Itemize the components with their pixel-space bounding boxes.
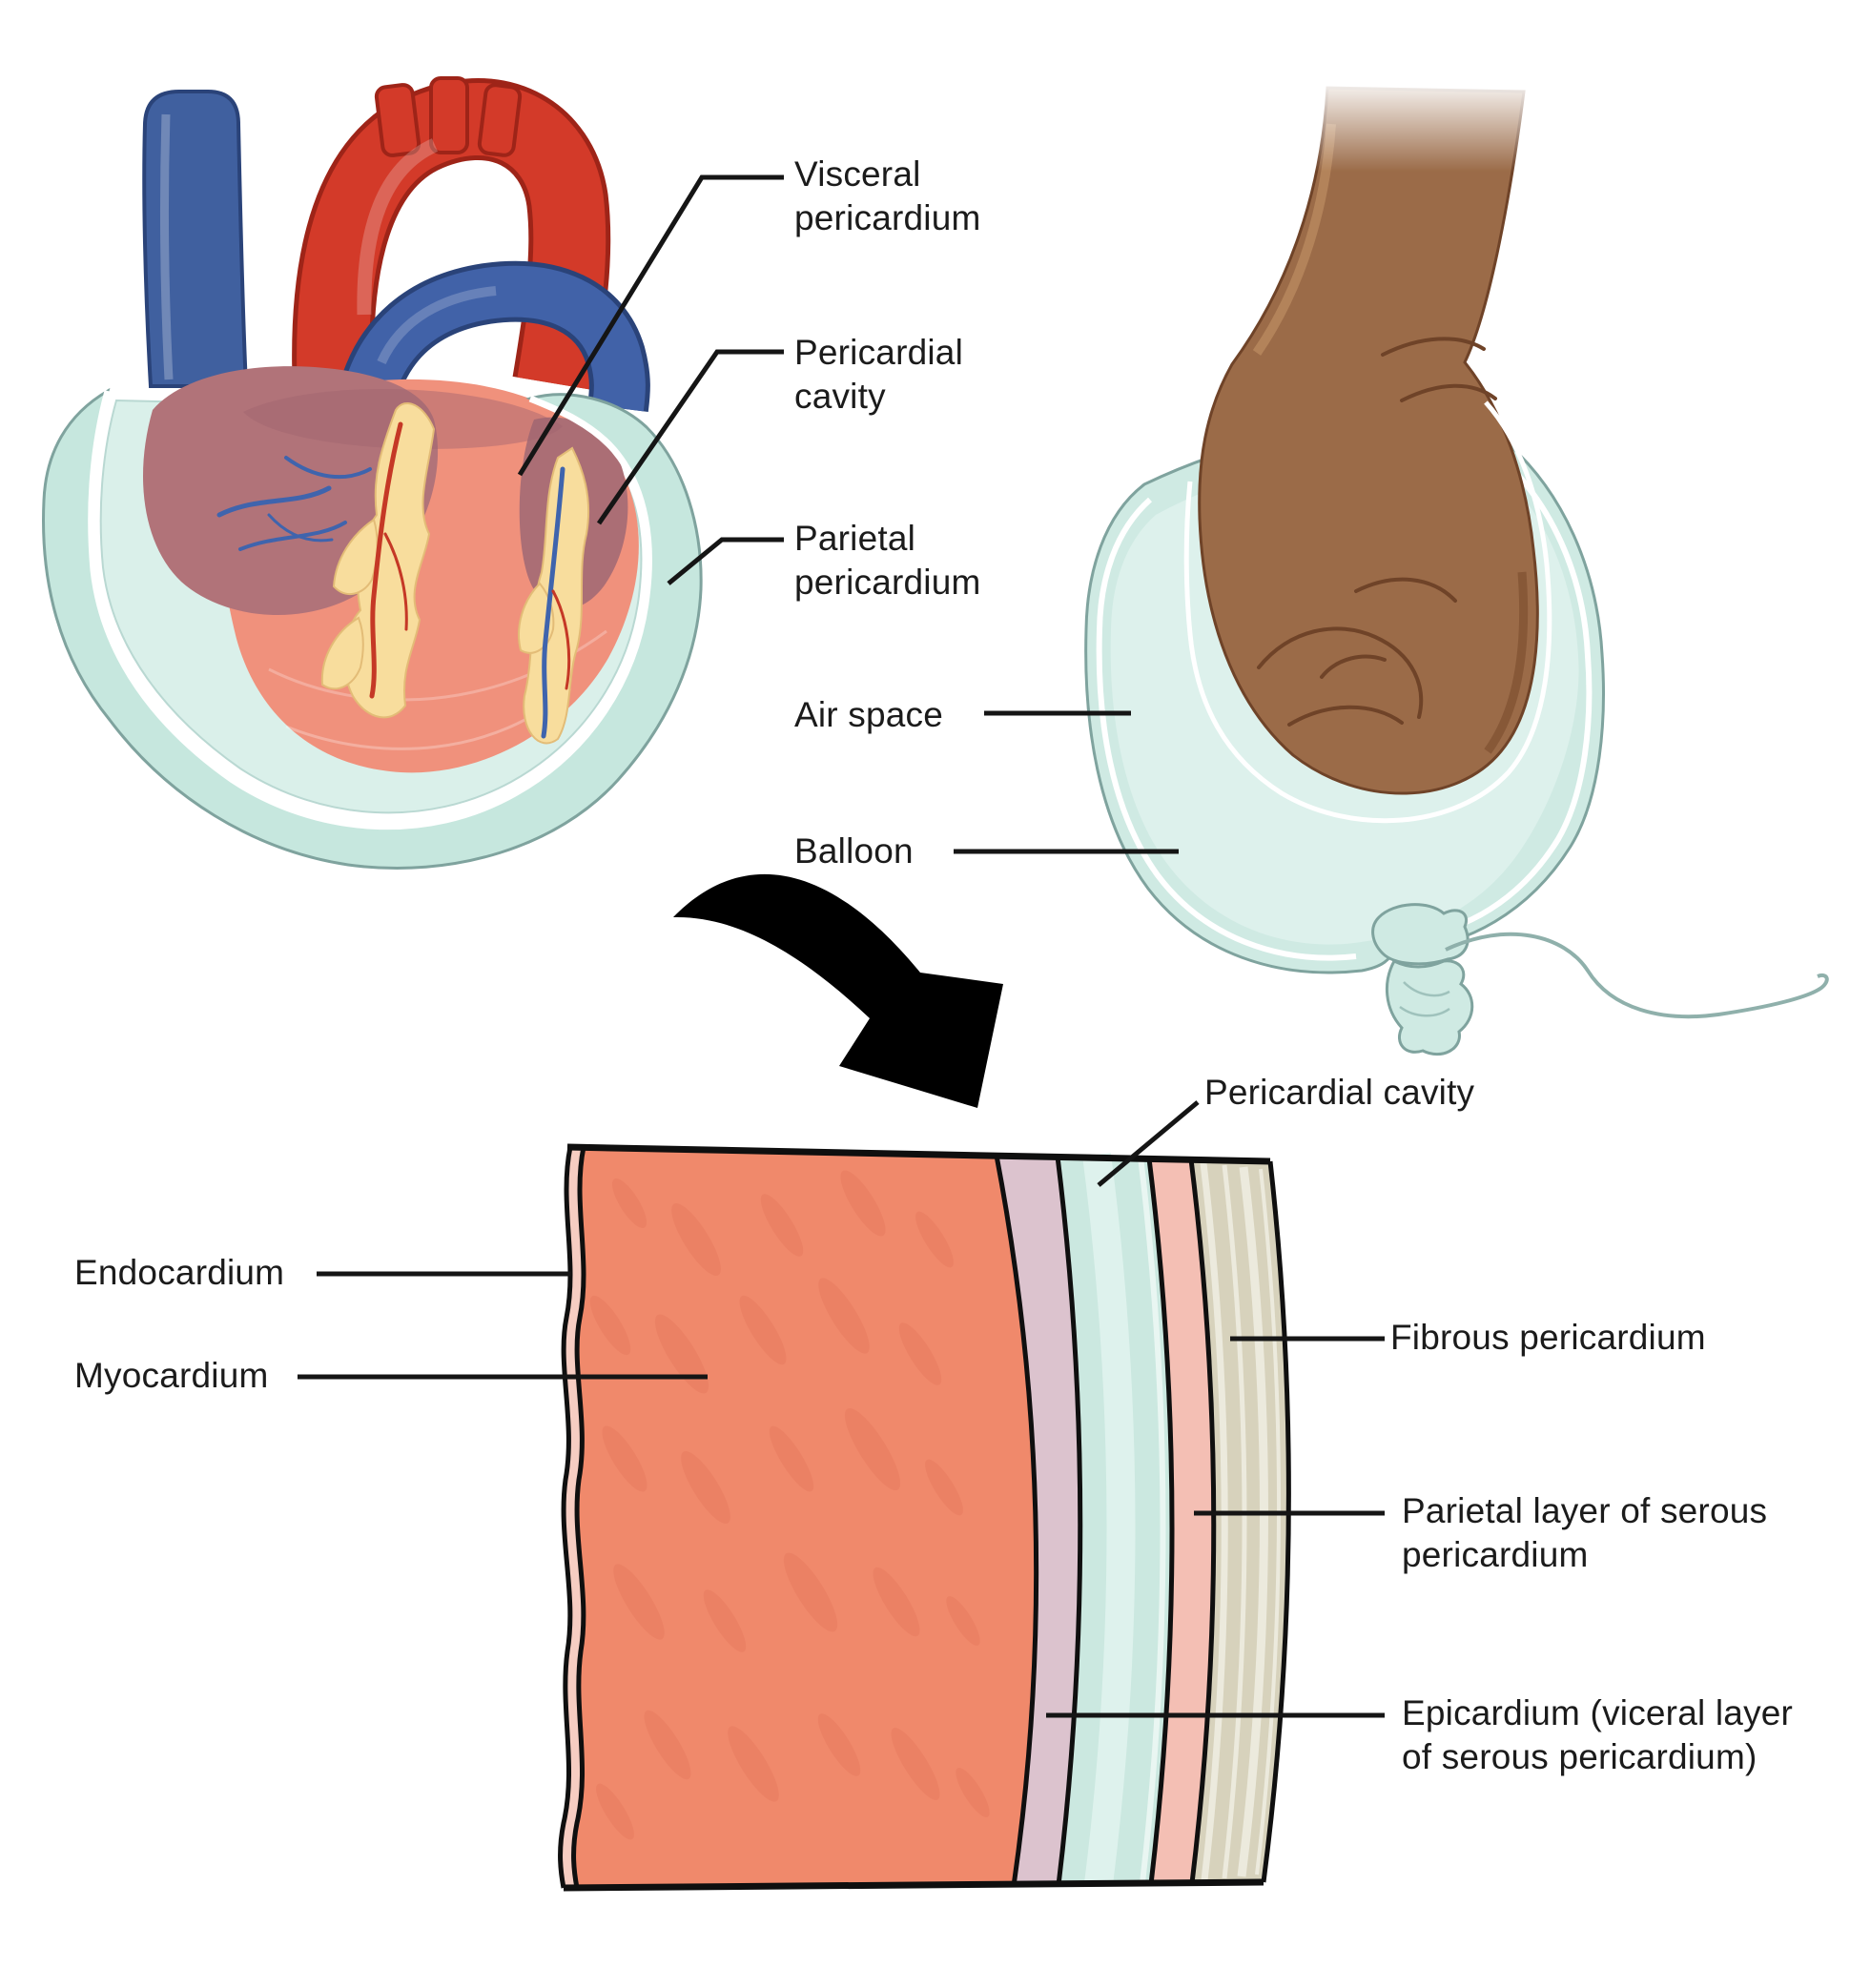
label-visceral-pericardium: Visceral pericardium — [794, 154, 981, 237]
label-fibrous-pericardium: Fibrous pericardium — [1390, 1318, 1706, 1357]
balloon-illustration — [1084, 76, 1829, 1056]
wall-cross-section — [558, 1143, 1291, 1892]
coronary-vessels — [216, 421, 571, 739]
label-endocardium: Endocardium — [74, 1253, 285, 1292]
fist-arm — [1198, 76, 1539, 795]
heart-pericardium-illustration — [42, 76, 703, 870]
label-parietal-pericardium: Parietal pericardium — [794, 519, 981, 602]
balloon-channel-line — [1183, 400, 1552, 824]
balloon-string — [1445, 932, 1829, 1019]
leader-parietal-pericardium — [667, 537, 784, 585]
balloon-knot — [1371, 903, 1474, 1056]
layer-myocardium — [573, 1147, 1037, 1888]
heart — [143, 366, 639, 773]
leader-visceral-pericardium — [517, 174, 784, 477]
label-balloon: Balloon — [794, 831, 914, 871]
label-pericardial-cavity-bottom: Pericardial cavity — [1204, 1073, 1475, 1112]
leader-pericardial-cavity-top — [596, 349, 784, 525]
label-air-space: Air space — [794, 695, 944, 734]
layer-parietal-serous — [1149, 1158, 1214, 1884]
aorta-branches — [374, 76, 523, 157]
leader-pericardial-cavity-bottom — [1097, 1100, 1200, 1187]
zoom-arrow — [673, 873, 1003, 1108]
serous-membrane-line — [88, 390, 652, 830]
balloon-membrane-lines — [1096, 455, 1593, 961]
fibrous-texture — [1200, 1162, 1282, 1881]
label-pericardial-cavity-top: Pericardial cavity — [794, 333, 963, 416]
cross-section-outlines — [558, 1143, 1291, 1892]
leader-lines — [298, 174, 1385, 1718]
superior-vena-cava — [142, 90, 249, 388]
label-parietal-layer: Parietal layer of serous pericardium — [1402, 1491, 1768, 1574]
myocardium-texture — [589, 1170, 990, 1840]
layer-epicardium — [997, 1156, 1080, 1886]
hand-creases — [1257, 337, 1497, 727]
pulmonary-artery — [337, 260, 650, 412]
label-epicardium: Epicardium (viceral layer of serous peri… — [1402, 1693, 1794, 1776]
label-myocardium: Myocardium — [74, 1356, 269, 1395]
